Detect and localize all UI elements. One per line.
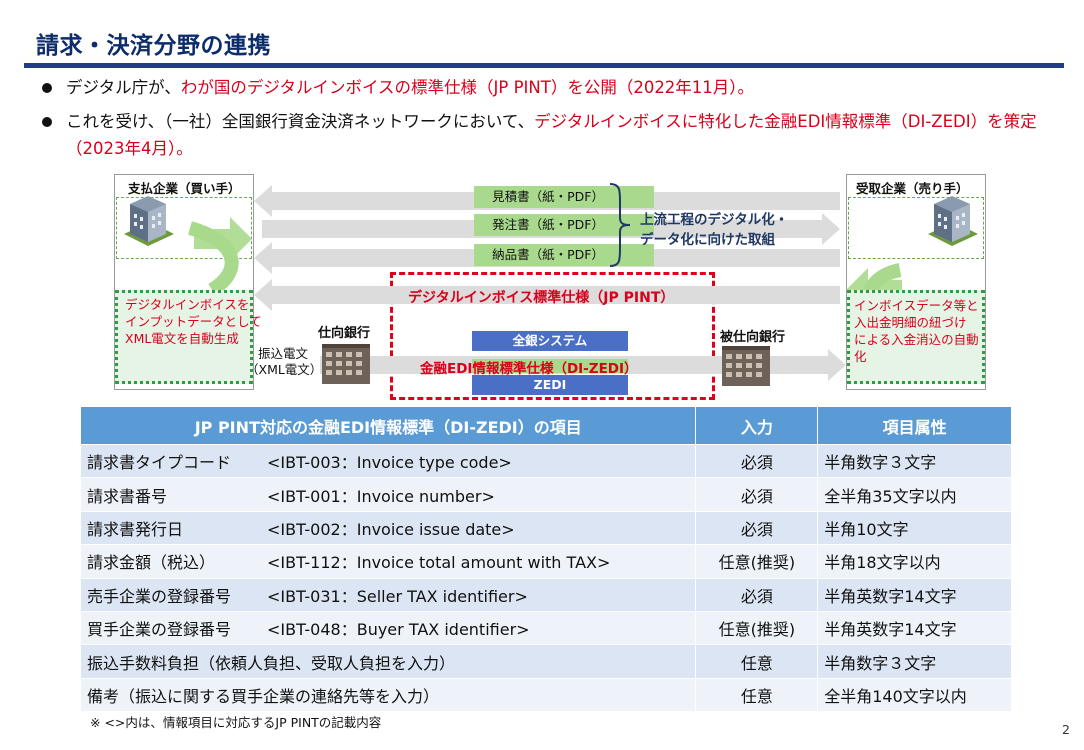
footnote: ※ <>内は、情報項目に対応するJP PINTの記載内容 [90,715,382,730]
item-name: 振込手数料負担（依頼人負担、受取人負担を入力） [87,653,456,673]
item-attr: 全半角35文字以内 [817,477,1012,512]
table-row: 請求書発行日 <IBT-002：Invoice issue date> 必須 半角… [79,510,1012,546]
doc-delivery-label: 納品書（紙・PDF） [492,247,604,262]
table-row: 請求書タイプコード<IBT-003：Invoice type code> 必須 … [79,443,1012,479]
shimuke-bank-label: 仕向銀行 [318,326,371,341]
item-input: 任意(推奨) [695,544,819,579]
buyer-right-arrow [194,217,252,261]
page-title: 請求・決済分野の連携 [36,33,271,59]
table-row: 請求金額（税込） <IBT-112：Invoice total amount wi… [79,544,1012,579]
upstream-line-1: 上流工程のデジタル化・ [640,212,789,228]
item-input: 必須 [695,477,819,512]
item-name: 備考（振込に関する買手企業の連絡先等を入力） [87,686,440,706]
bullet-1-highlight: わが国のデジタルインボイスの標準仕様（JP PINT）を公開（2022年11月）… [180,78,755,97]
item-attr: 半角10文字 [817,510,1012,546]
doc-quote-label: 見積書（紙・PDF） [492,189,604,204]
bullet-2-prefix: これを受け、（一社）全国銀行資金決済ネットワークにおいて、 [66,112,535,131]
doc-quote: 見積書（紙・PDF） [474,186,654,208]
furikomi-line-1: 振込電文 [257,346,308,361]
item-input: 任意 [695,644,819,679]
bullet-2-highlight: デジタルインボイスに特化した金融EDI情報標準（DI-ZEDI）を策定（2023… [66,112,1037,158]
standard-spec-box [390,272,715,400]
item-name: 売手企業の登録番号 [87,586,232,606]
item-input: 任意 [695,677,819,713]
bullet-2: これを受け、（一社）全国銀行資金決済ネットワークにおいて、デジタルインボイスに特… [42,108,1072,162]
jp-pint-arrow [254,279,840,311]
buyer-note-box [115,290,253,384]
item-input: 必須 [695,510,819,546]
header-attr: 項目属性 [817,406,1012,445]
item-attr: 全半角140文字以内 [817,677,1012,713]
furikomi-line-2: （XML電文） [246,362,323,377]
doc-order: 発注書（紙・PDF） [474,214,654,236]
table-row: 請求書番号 <IBT-001：Invoice number> 必須 全半角35文字… [79,477,1012,512]
di-zedi-bar [472,359,628,373]
seller-label: 受取企業（売り手） [856,181,969,196]
header-input: 入力 [695,406,819,445]
item-attr: 半角数字３文字 [817,644,1012,679]
item-code: <IBT-048：Buyer TAX identifier> [267,620,530,640]
buyer-note-line-2: インプットデータとして [125,314,262,329]
item-name: 請求金額（税込） [87,553,216,573]
bullet-dot [42,117,52,127]
di-zedi-label: 金融EDI情報標準仕様（DI-ZEDI） [420,361,638,377]
bullet-dot [42,83,52,93]
item-name: 請求書番号 [87,486,168,506]
shimuke-bank-icon [322,344,370,384]
buyer-label: 支払企業（買い手） [128,181,241,196]
zengin-system: 全銀システム [472,331,628,351]
zedi-system: ZEDI [472,375,628,395]
upstream-line-2: データ化に向けた取組 [640,232,775,248]
seller-building-icon [928,196,978,246]
doc-order-label: 発注書（紙・PDF） [492,217,604,232]
bullet-1-prefix: デジタル庁が、 [66,78,181,97]
hishimuke-bank-label: 被仕向銀行 [720,330,786,345]
item-input: 任意(推奨) [695,610,819,646]
item-code: <IBT-003：Invoice type code> [267,453,512,473]
di-zedi-items-table: JP PINT対応の金融EDI情報標準（DI-ZEDI）の項目 入力 項目属性 … [79,406,1012,713]
jp-pint-label: デジタルインボイス標準仕様（JP PINT） [408,290,675,306]
hishimuke-bank-icon [722,346,770,386]
item-attr: 半角数字３文字 [817,443,1012,479]
item-code: <IBT-112：Invoice total amount with TAX> [267,553,611,573]
item-input: 必須 [695,577,819,612]
buyer-building-area [116,197,252,259]
table-row: 振込手数料負担（依頼人負担、受取人負担を入力） 任意 半角数字３文字 [79,644,1012,679]
seller-note-line-2: 入出金明細の紐づけ [854,315,967,330]
table-row: 売手企業の登録番号 <IBT-031：Seller TAX identifier>… [79,577,1012,612]
buyer-note-line-3: XML電文を自動生成 [125,331,239,346]
item-name: 買手企業の登録番号 [87,620,232,640]
brace-icon [609,183,631,267]
buyer-note-line-1: デジタルインボイスを [125,297,250,312]
header-item: JP PINT対応の金融EDI情報標準（DI-ZEDI）の項目 [79,406,697,445]
table-row: 買手企業の登録番号<IBT-048：Buyer TAX identifier> … [79,610,1012,646]
seller-note-box [847,290,985,384]
item-name: 請求書タイプコード [87,453,232,473]
page-number: 2 [1062,722,1070,737]
item-code: <IBT-031：Seller TAX identifier> [267,586,528,606]
item-attr: 半角18文字以内 [817,544,1012,579]
doc-delivery: 納品書（紙・PDF） [474,244,654,266]
item-name: 請求書発行日 [87,519,184,539]
seller-note-line-3: による入金消込の自動 [854,332,979,347]
table-row: 備考（振込に関する買手企業の連絡先等を入力） 任意 全半角140文字以内 [79,677,1012,713]
table-header-row: JP PINT対応の金融EDI情報標準（DI-ZEDI）の項目 入力 項目属性 [79,406,1012,445]
item-code: <IBT-001：Invoice number> [267,486,495,506]
item-attr: 半角英数字14文字 [817,610,1012,646]
seller-building-area [848,197,984,259]
seller-note-line-4: 化 [854,349,867,364]
bullet-1: デジタル庁が、わが国のデジタルインボイスの標準仕様（JP PINT）を公開（20… [42,74,1062,101]
seller-note-line-1: インボイスデータ等と [854,298,979,313]
furikomi-label: 振込電文 （XML電文） [246,346,323,378]
item-attr: 半角英数字14文字 [817,577,1012,612]
title-rule [24,63,1064,68]
item-input: 必須 [695,443,819,479]
item-code: <IBT-002：Invoice issue date> [267,519,515,539]
buyer-building-icon [124,196,174,246]
